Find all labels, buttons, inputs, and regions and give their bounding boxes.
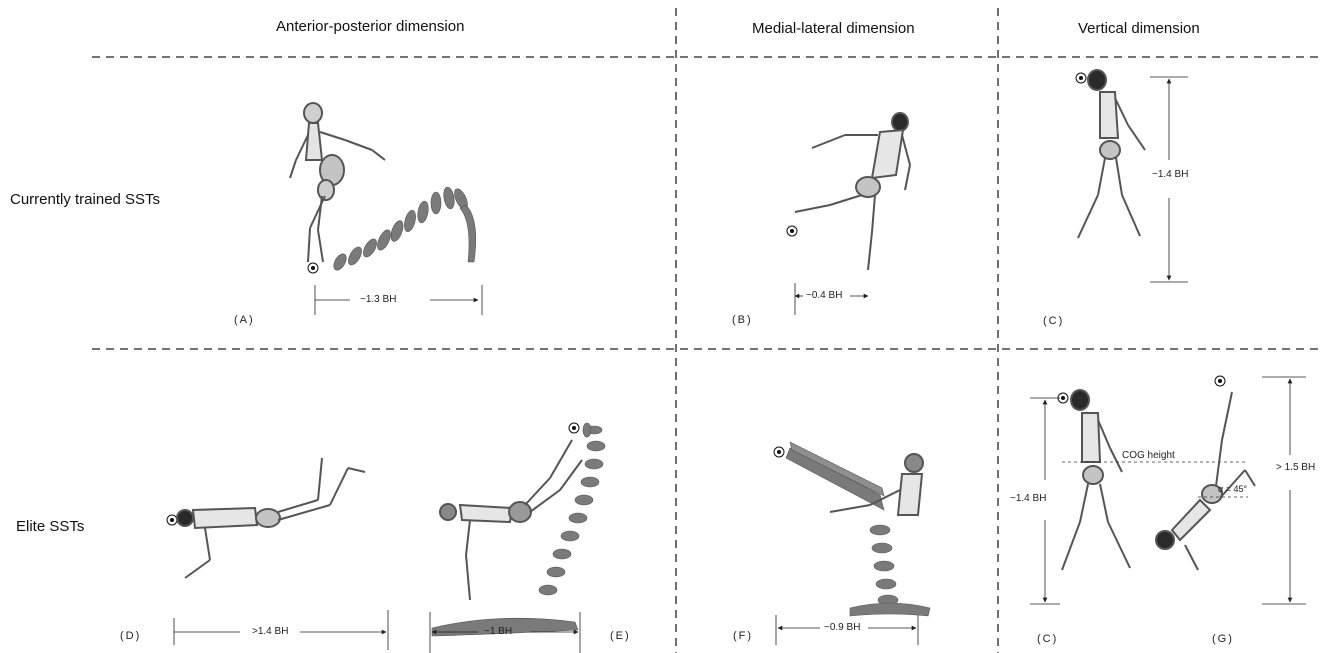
- panel-c-top-skeleton: [1078, 70, 1145, 238]
- panel-d-skeleton: [177, 458, 365, 578]
- measure-label-f: ~0.9 BH: [824, 622, 860, 633]
- panel-label-f: (F): [733, 630, 753, 642]
- panel-a-motion-trail: [331, 186, 476, 272]
- panel-a-ball-icon: [308, 263, 318, 273]
- panel-label-d: (D): [120, 630, 141, 642]
- panel-d-ball-icon: [167, 515, 177, 525]
- panel-g-skeleton: [1156, 392, 1255, 570]
- row-label-currently-trained: Currently trained SSTs: [10, 191, 160, 208]
- cog-height-label: COG height: [1122, 450, 1175, 461]
- panel-label-c-bottom: (C): [1037, 633, 1058, 645]
- angle-label: α = 45°: [1218, 484, 1247, 494]
- row-label-elite: Elite SSTs: [16, 518, 84, 535]
- measure-label-e: ~1 BH: [484, 626, 512, 637]
- panel-a-skeleton: [290, 103, 385, 262]
- measure-label-d: >1.4 BH: [252, 626, 288, 637]
- measure-label-c-top: ~1.4 BH: [1152, 169, 1188, 180]
- grid-dividers: [92, 8, 1318, 653]
- panel-c-top-ball-icon: [1076, 73, 1086, 83]
- panel-d-illustration: [167, 458, 388, 650]
- panel-e-ball-icon: [569, 423, 579, 433]
- panel-e-motion-trail: [432, 423, 605, 636]
- panel-b-skeleton: [795, 113, 910, 270]
- measure-label-g: > 1.5 BH: [1276, 462, 1315, 473]
- panel-g-ball-icon: [1215, 376, 1225, 386]
- panel-f-ball-icon: [774, 447, 784, 457]
- measure-label-b: ~0.4 BH: [806, 290, 842, 301]
- panel-label-e: (E): [610, 630, 631, 642]
- measure-label-c-bottom: ~1.4 BH: [1010, 493, 1046, 504]
- panel-label-g: (G): [1212, 633, 1234, 645]
- panel-label-b: (B): [732, 314, 753, 326]
- panel-a-illustration: [290, 103, 482, 315]
- panel-a-measure: [315, 285, 482, 315]
- header-medial-lateral: Medial-lateral dimension: [752, 20, 915, 37]
- panel-b-ball-icon: [787, 226, 797, 236]
- panel-e-illustration: [430, 423, 605, 653]
- panel-c-bottom-skeleton: [1062, 390, 1130, 570]
- panel-label-c-top: (C): [1043, 315, 1064, 327]
- panel-f-illustration: [774, 442, 930, 645]
- panel-b-illustration: [787, 113, 910, 315]
- panel-g-measure: [1262, 377, 1306, 604]
- header-vertical: Vertical dimension: [1078, 20, 1200, 37]
- panel-label-a: (A): [234, 314, 255, 326]
- header-anterior-posterior: Anterior-posterior dimension: [276, 18, 464, 35]
- measure-label-a: ~1.3 BH: [360, 294, 396, 305]
